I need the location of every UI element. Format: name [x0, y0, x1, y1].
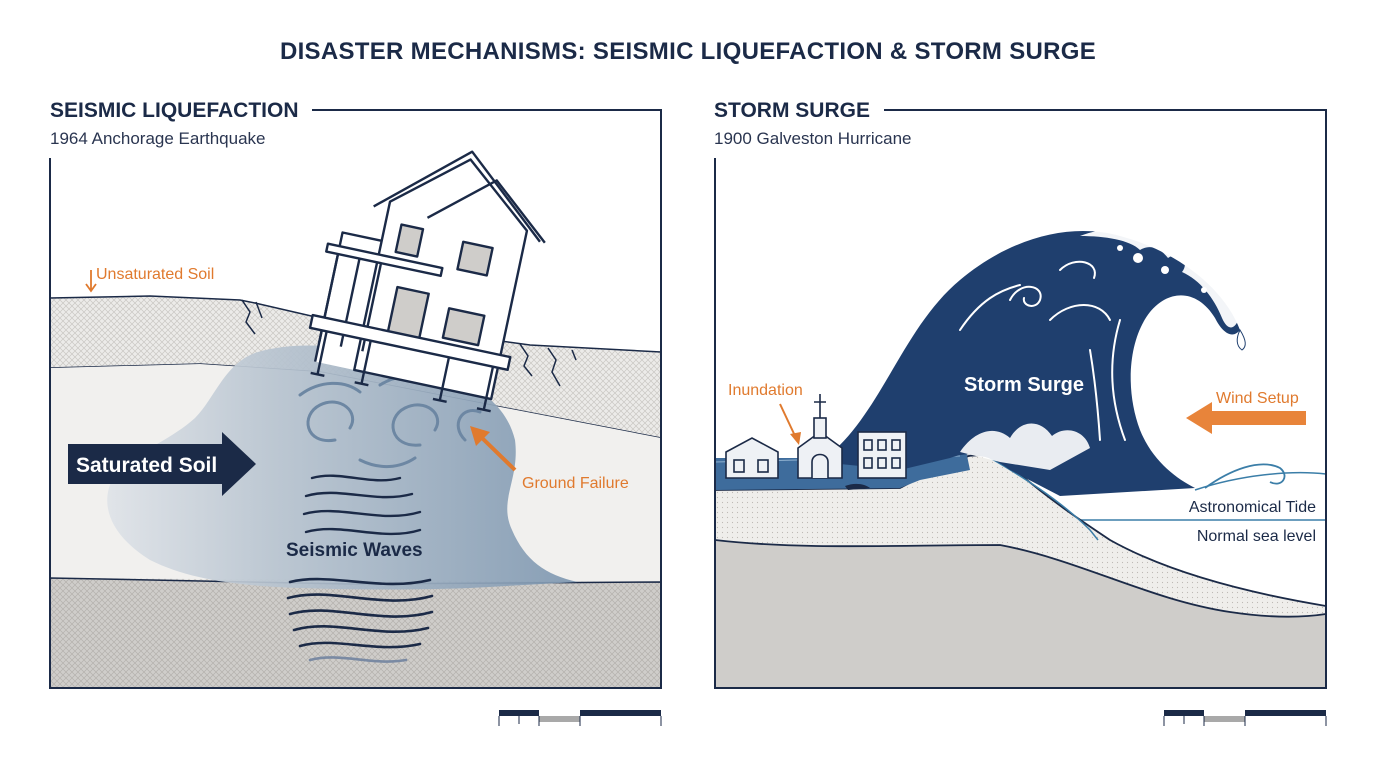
ground-failure-label: Ground Failure: [522, 475, 629, 492]
storm-surge-label: Storm Surge: [964, 374, 1084, 396]
seismic-waves-label: Seismic Waves: [286, 540, 423, 561]
coastal-town: [725, 394, 907, 479]
dense-soil-layer: [50, 577, 661, 688]
saturated-soil-label: Saturated Soil: [76, 454, 217, 477]
liquefaction-heading: SEISMIC LIQUEFACTION: [50, 99, 313, 123]
ground-layer: [715, 539, 1326, 688]
liquefied-soil-zone: [107, 345, 579, 590]
ground-failure-arrow: [478, 434, 517, 472]
wave-crest-foam: [1080, 229, 1240, 328]
liquefaction-panel: [50, 295, 661, 688]
normal-sea-level-label: Normal sea level: [1197, 528, 1316, 545]
right-scale-bar: [1163, 710, 1327, 726]
left-scale-bar: [498, 710, 662, 726]
main-title: DISASTER MECHANISMS: SEISMIC LIQUEFACTIO…: [279, 38, 1097, 65]
storm-surge-subheading: 1900 Galveston Hurricane: [714, 129, 912, 148]
saturated-soil-arrow: [68, 432, 256, 496]
storm-surge-heading: STORM SURGE: [714, 99, 884, 123]
liquefaction-frame: [49, 109, 662, 689]
liquefaction-subheading: 1964 Anchorage Earthquake: [50, 129, 266, 148]
astronomical-tide-label: Astronomical Tide: [1189, 499, 1316, 516]
wind-setup-arrow: [1186, 402, 1306, 434]
unsaturated-arrow: [85, 270, 97, 293]
wind-setup-label: Wind Setup: [1216, 390, 1299, 407]
inundation-label: Inundation: [728, 382, 803, 399]
deep-wave-lines: [286, 577, 434, 663]
ground-cracks: [241, 299, 577, 387]
seismic-wave-lines: [302, 474, 422, 536]
inundation-arrow: [779, 403, 797, 439]
tilted-house: [308, 150, 546, 413]
unsaturated-soil-label: Unsaturated Soil: [96, 266, 214, 283]
wave-swirls: [959, 260, 1126, 441]
storm-surge-frame: [714, 109, 1327, 689]
surge-wave: [820, 231, 1240, 496]
storm-surge-panel: [715, 229, 1326, 688]
